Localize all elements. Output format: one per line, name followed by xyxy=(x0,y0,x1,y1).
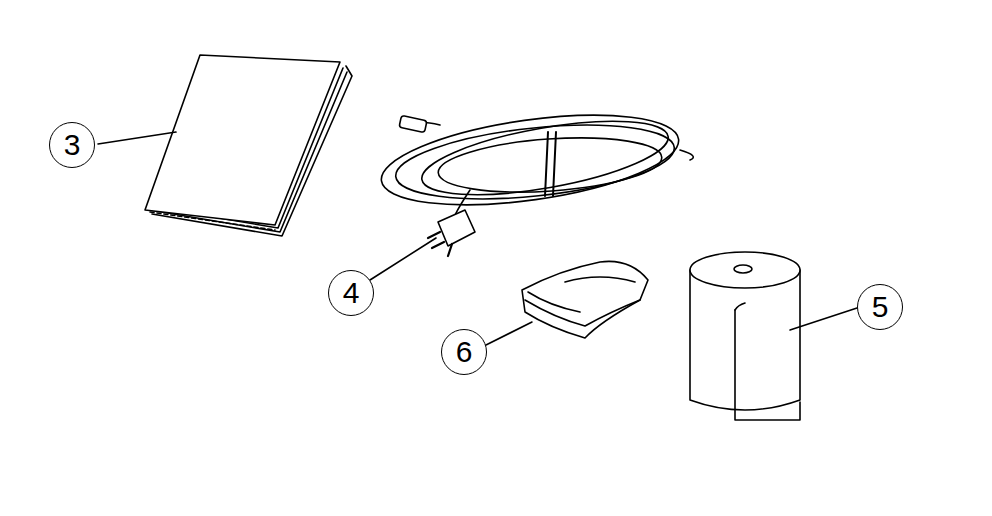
callout-circle: 3 xyxy=(49,122,95,168)
callout-circle: 6 xyxy=(441,329,487,375)
callout-number: 3 xyxy=(64,130,81,160)
callout-circle: 5 xyxy=(857,284,903,330)
callout-number: 6 xyxy=(456,337,473,367)
callout-number: 5 xyxy=(872,292,889,322)
leader-line xyxy=(790,308,857,330)
callout-number: 4 xyxy=(343,278,360,308)
cloth-drawing xyxy=(522,261,648,338)
leader-line xyxy=(370,238,436,280)
power-cord-drawing xyxy=(376,100,693,256)
leader-line xyxy=(98,132,176,144)
paper-roll-drawing xyxy=(690,252,800,420)
callout-circle: 4 xyxy=(328,270,374,316)
manual-drawing xyxy=(145,55,352,236)
leader-line xyxy=(486,322,532,345)
